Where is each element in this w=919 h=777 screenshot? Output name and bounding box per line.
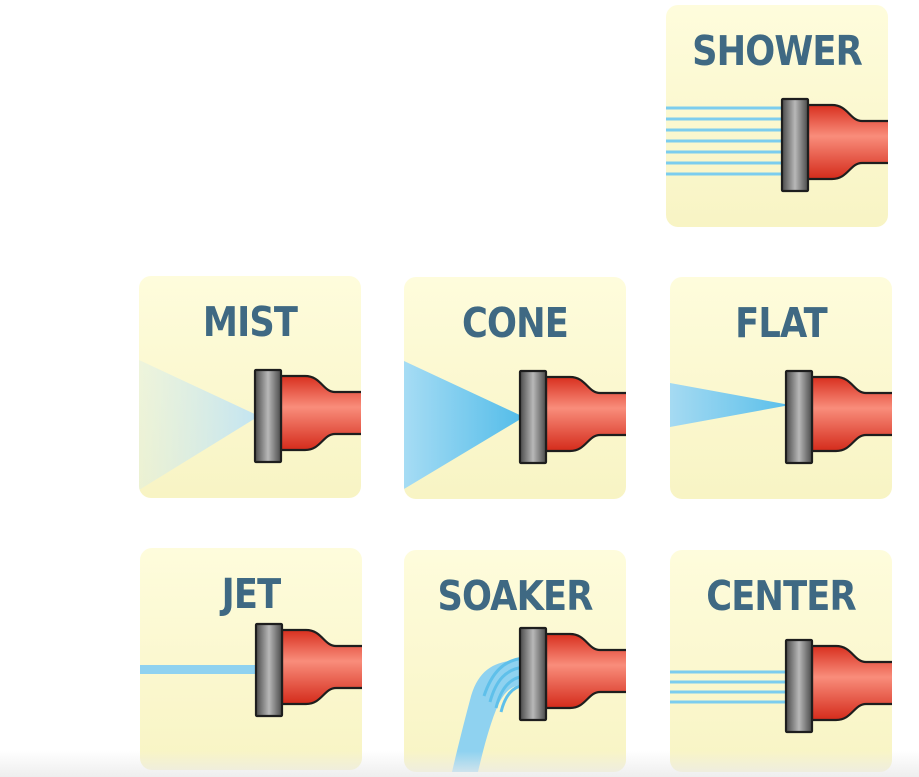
tile-soaker: SOAKER — [404, 550, 626, 772]
tile-mist: MIST — [139, 276, 361, 498]
tile-cone: CONE — [404, 277, 626, 499]
spray-nozzle-icon — [452, 626, 626, 772]
tile-jet: JET — [140, 548, 362, 770]
tile-label-jet: JET — [221, 570, 282, 618]
spray-nozzle-icon — [139, 360, 361, 490]
tile-label-soaker: SOAKER — [437, 572, 593, 620]
tile-label-cone: CONE — [461, 299, 569, 347]
tile-label-flat: FLAT — [735, 299, 828, 347]
tile-label-mist: MIST — [202, 298, 298, 346]
tile-label-shower: SHOWER — [692, 27, 863, 75]
tile-flat: FLAT — [670, 277, 892, 499]
spray-nozzle-icon — [670, 638, 892, 734]
tile-label-center: CENTER — [706, 572, 856, 620]
tile-shower: SHOWER — [666, 5, 888, 227]
spray-nozzle-icon — [140, 622, 362, 718]
spray-nozzle-icon — [670, 369, 892, 465]
spray-nozzle-icon — [666, 97, 888, 193]
spray-nozzle-icon — [404, 361, 626, 489]
tile-center: CENTER — [670, 550, 892, 772]
